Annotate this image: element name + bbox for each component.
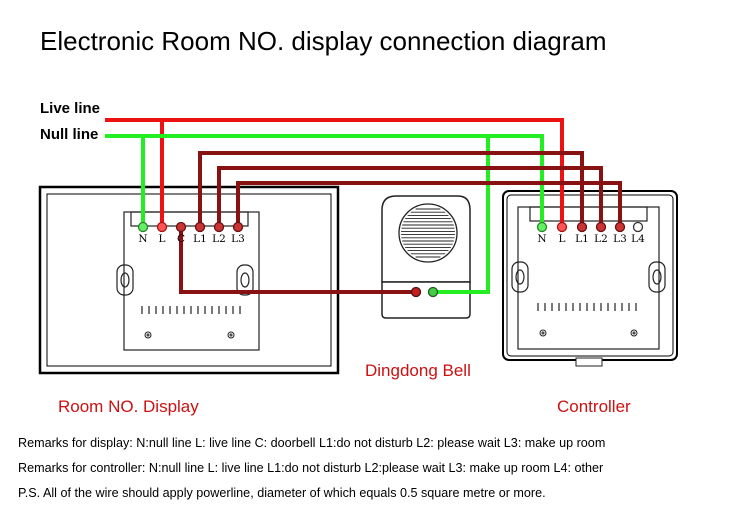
- live-line-wire: [105, 118, 564, 227]
- display-terminal-screws: [137, 221, 244, 233]
- controller-terminal-labels: N L L1 L2 L3 L4: [537, 233, 645, 245]
- terminal-label: L3: [613, 233, 627, 245]
- controller-label: Controller: [557, 397, 631, 416]
- terminal-label: L: [559, 233, 566, 245]
- terminal-screw: [595, 221, 607, 233]
- signal-l1-wire: [198, 151, 584, 227]
- terminal-screw: [156, 221, 168, 233]
- controller-terminal-block: [529, 206, 648, 222]
- null-line-bell-wire: [433, 136, 490, 294]
- live-line-label: Live line: [40, 100, 101, 117]
- terminal-screw: [556, 221, 568, 233]
- room-display-label: Room NO. Display: [58, 397, 199, 416]
- controller-screw-holes: [539, 329, 638, 337]
- signal-l3-wire: [236, 181, 622, 227]
- terminal-screw: [213, 221, 225, 233]
- terminal-screw: [175, 221, 187, 233]
- terminal-label: L2: [212, 233, 226, 245]
- controller-terminal-screws: [536, 221, 644, 233]
- bell-speaker-grille: [398, 203, 458, 263]
- controller-mounting-ears: [511, 261, 666, 293]
- bell-terminal-null: [427, 286, 439, 298]
- wiring: [105, 118, 622, 294]
- display-remarks: Remarks for display: N:null line L: live…: [18, 436, 606, 450]
- terminal-label: L: [159, 233, 166, 245]
- terminal-screw: [232, 221, 244, 233]
- terminal-screw: [194, 221, 206, 233]
- terminal-label: C: [177, 233, 185, 245]
- controller-remarks: Remarks for controller: N:null line L: l…: [18, 461, 604, 475]
- terminal-screw: [632, 221, 644, 233]
- terminal-screw: [137, 221, 149, 233]
- dingdong-bell-label: Dingdong Bell: [365, 361, 471, 380]
- display-mounting-ears: [116, 264, 254, 296]
- terminal-screw: [576, 221, 588, 233]
- terminal-screw: [536, 221, 548, 233]
- null-line-label: Null line: [40, 126, 99, 143]
- ps-note: P.S. All of the wire should apply powerl…: [18, 486, 546, 500]
- room-display-device: [38, 185, 340, 375]
- terminal-label: L1: [575, 233, 589, 245]
- terminal-label: L2: [594, 233, 608, 245]
- bell-terminal-signal: [410, 286, 422, 298]
- diagram-title: Electronic Room NO. display connection d…: [40, 26, 607, 56]
- doorbell-signal-wire: [179, 227, 416, 294]
- null-line-wire: [105, 134, 544, 227]
- terminal-label: N: [138, 233, 147, 245]
- terminal-label: L3: [231, 233, 245, 245]
- terminal-label: N: [537, 233, 546, 245]
- signal-l2-wire: [217, 166, 603, 227]
- display-vent-slots: [141, 306, 241, 314]
- display-terminal-block: [130, 211, 249, 227]
- controller-device: [502, 190, 678, 367]
- display-screw-holes: [144, 331, 235, 339]
- dingdong-bell-device: [381, 195, 471, 319]
- terminal-label: L1: [193, 233, 207, 245]
- terminal-label: L4: [631, 233, 645, 245]
- bell-terminals: [410, 286, 439, 298]
- controller-vent-slots: [537, 303, 637, 311]
- terminal-screw: [614, 221, 626, 233]
